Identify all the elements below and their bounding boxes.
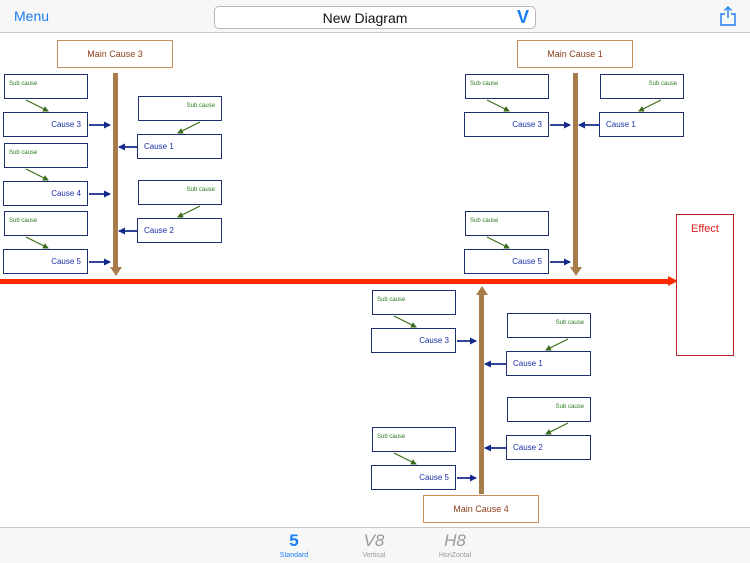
sub-cause-box[interactable]: Sub cause bbox=[465, 74, 549, 99]
sub-cause-box[interactable]: Sub cause bbox=[138, 96, 222, 121]
diagram-title[interactable]: New Diagram bbox=[322, 10, 408, 26]
tab-vertical-label: Vertical bbox=[362, 552, 386, 559]
navigation-bar: Menu New Diagram V bbox=[0, 0, 750, 33]
horizontal-layout-icon: H8 bbox=[444, 531, 466, 550]
tab-standard[interactable]: 5 Standard bbox=[264, 530, 324, 559]
main-cause-4-box[interactable]: Main Cause 4 bbox=[423, 495, 539, 523]
sub-cause-arrow bbox=[638, 99, 662, 112]
main-cause-3-box[interactable]: Main Cause 3 bbox=[57, 40, 173, 68]
effect-spine bbox=[0, 279, 672, 284]
effect-box[interactable]: Effect bbox=[676, 214, 734, 356]
sub-cause-arrow bbox=[393, 452, 417, 465]
cause-5-box[interactable]: Cause 5 bbox=[371, 465, 456, 490]
main-cause-3-arrowhead bbox=[109, 267, 122, 276]
sub-cause-arrow bbox=[25, 99, 49, 112]
effect-spine-arrowhead bbox=[668, 276, 678, 286]
sub-cause-box[interactable]: Sub cause bbox=[465, 211, 549, 236]
tab-standard-label: Standard bbox=[279, 552, 309, 559]
sub-cause-arrow bbox=[393, 315, 417, 328]
cause-5-box[interactable]: Cause 5 bbox=[464, 249, 549, 274]
menu-button[interactable]: Menu bbox=[14, 8, 50, 24]
sub-cause-box[interactable]: Sub cause bbox=[138, 180, 222, 205]
cause-1-box[interactable]: Cause 1 bbox=[506, 351, 591, 376]
sub-cause-box[interactable]: Sub cause bbox=[372, 427, 456, 452]
sub-cause-arrow bbox=[486, 236, 510, 249]
tab-horizontal[interactable]: H8 HoriZontal bbox=[425, 530, 485, 559]
tab-vertical[interactable]: V8 Vertical bbox=[344, 530, 404, 559]
diagram-canvas[interactable]: Effect Main Cause 3 Sub cause Cause 3 Su… bbox=[0, 34, 750, 527]
sub-cause-box[interactable]: Sub cause bbox=[372, 290, 456, 315]
tab-horizontal-label: HoriZontal bbox=[438, 552, 472, 559]
share-icon[interactable] bbox=[719, 6, 737, 26]
sub-cause-arrow bbox=[545, 422, 569, 435]
sub-cause-box[interactable]: Sub cause bbox=[4, 211, 88, 236]
cause-3-box[interactable]: Cause 3 bbox=[371, 328, 456, 353]
main-cause-4-bone bbox=[479, 294, 484, 494]
main-cause-1-bone bbox=[573, 73, 578, 268]
vertical-layout-icon: V8 bbox=[363, 531, 385, 550]
main-cause-4-arrowhead bbox=[475, 286, 488, 295]
cause-1-box[interactable]: Cause 1 bbox=[137, 134, 222, 159]
tab-bar: 5 Standard V8 Vertical H8 HoriZontal bbox=[0, 527, 750, 563]
diagram-title-field[interactable]: New Diagram V bbox=[214, 6, 536, 29]
sub-cause-arrow bbox=[486, 99, 510, 112]
main-cause-1-arrowhead bbox=[569, 267, 582, 276]
cause-2-box[interactable]: Cause 2 bbox=[137, 218, 222, 243]
cause-3-box[interactable]: Cause 3 bbox=[464, 112, 549, 137]
cause-5-box[interactable]: Cause 5 bbox=[3, 249, 88, 274]
sub-cause-arrow bbox=[177, 121, 201, 134]
sub-cause-arrow bbox=[25, 168, 49, 181]
sub-cause-arrow bbox=[545, 338, 569, 351]
sub-cause-box[interactable]: Sub cause bbox=[4, 143, 88, 168]
sub-cause-box[interactable]: Sub cause bbox=[600, 74, 684, 99]
sub-cause-box[interactable]: Sub cause bbox=[507, 313, 591, 338]
cause-1-box[interactable]: Cause 1 bbox=[599, 112, 684, 137]
main-cause-1-box[interactable]: Main Cause 1 bbox=[517, 40, 633, 68]
sub-cause-box[interactable]: Sub cause bbox=[4, 74, 88, 99]
sub-cause-box[interactable]: Sub cause bbox=[507, 397, 591, 422]
cause-2-box[interactable]: Cause 2 bbox=[506, 435, 591, 460]
cause-3-box[interactable]: Cause 3 bbox=[3, 112, 88, 137]
main-cause-3-bone bbox=[113, 73, 118, 268]
diagram-view-toggle[interactable]: V bbox=[516, 7, 529, 27]
sub-cause-arrow bbox=[177, 205, 201, 218]
standard-layout-icon: 5 bbox=[289, 531, 299, 550]
sub-cause-arrow bbox=[25, 236, 49, 249]
cause-4-box[interactable]: Cause 4 bbox=[3, 181, 88, 206]
